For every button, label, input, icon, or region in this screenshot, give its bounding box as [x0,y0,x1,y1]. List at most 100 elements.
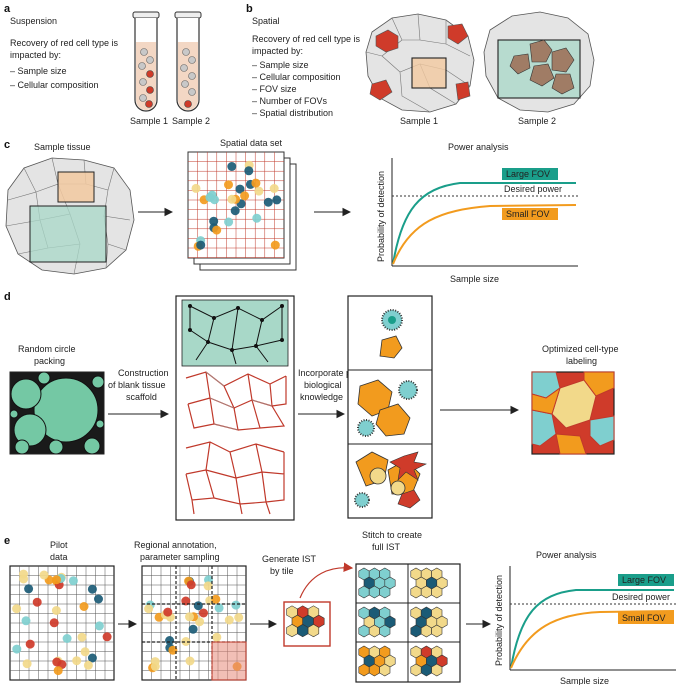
cell-dot [88,585,97,594]
cell-dot [199,609,208,618]
cell-dot [52,606,61,615]
cell-dot [80,602,89,611]
cell-red [147,87,154,94]
spatial-tissue-sample2 [484,12,594,112]
hexagon [369,586,379,598]
step2-line1: Construction [118,368,169,378]
series-line-large-fov [393,183,576,264]
cell-dot [231,206,240,215]
circle-packing-square [10,372,104,454]
scaffold-column [176,296,294,520]
cell-dot [231,601,240,610]
panel-b-desc-line1: Recovery of red cell type is [252,34,361,44]
cell-dot [103,632,112,641]
cell-dot [52,658,61,667]
step4-line1: Optimized cell-type [542,344,619,354]
cell-dot [23,659,32,668]
cell-dot [69,576,78,585]
cell-dot [19,575,28,584]
optimized-labeling-square [532,372,614,454]
cell-dot [208,191,217,200]
power-chart-e: Probability of detection Sample size Lar… [494,566,676,685]
panel-a-letter: a [4,3,11,15]
test-tube-sample1 [133,12,159,111]
cell-dot [84,661,93,670]
step4-line2: labeling [566,356,597,366]
desired-power-label: Desired power [504,184,562,194]
cell-gray [140,79,147,86]
cell-gray [183,49,190,56]
spatial-tissue-sample1 [366,14,474,112]
legend-large-fov-label: Large FOV [506,169,550,179]
cell-dot [251,179,260,188]
cell-gray [181,65,188,72]
hexagon [411,586,421,598]
panel-b-bullet-3: – FOV size [252,84,297,94]
prior-knowledge-column [348,296,432,518]
hexagon [359,664,369,676]
cell-red [147,71,154,78]
panel-d-letter: d [4,291,11,303]
cell-gray [189,73,196,80]
cell-dot [224,180,233,189]
panel-b-desc-line2: impacted by: [252,46,303,56]
panel-a-bullet-2: – Cellular composition [10,80,99,90]
hexagon [380,625,390,637]
fov-small [412,58,446,88]
hexagon [411,664,421,676]
panel-b-bullet-1: – Sample size [252,60,309,70]
cell-dot [225,616,234,625]
cell-red [146,101,153,108]
cell-dot [189,625,198,634]
desired-power-label: Desired power [612,592,670,602]
cell-dot [22,616,31,625]
y-axis-label: Probability of detection [494,575,504,666]
panel-c-power-title: Power analysis [448,142,509,152]
cell-dot [81,647,90,656]
stitch-line2: full IST [372,542,401,552]
cell-gray [189,57,196,64]
cell-dot [192,184,201,193]
cell-dot [211,595,220,604]
panel-a-sample2-label: Sample 2 [172,116,210,126]
regional-line1: Regional annotation, [134,540,217,550]
generated-tile [284,602,330,646]
red-arrow [300,568,352,598]
fov-large [30,206,106,262]
cell-dot [94,595,103,604]
hexagon [380,586,390,598]
hexagon [432,586,442,598]
hexagon [421,625,431,637]
hexagon [287,624,298,636]
cell-gray [140,95,147,102]
cell-dot [72,656,81,665]
cell-dot [252,214,261,223]
cell-dot [151,662,160,671]
panel-a-bullet-1: – Sample size [10,66,67,76]
cell-dot [50,618,59,627]
cell-dot [187,580,196,589]
cell-gray [147,57,154,64]
cell-dot [26,640,35,649]
panel-a-sample1-label: Sample 1 [130,116,168,126]
pilot-line1: Pilot [50,540,68,550]
cell-dot [212,633,221,642]
panel-e: e Pilot data Regional annotation, parame… [4,530,676,685]
x-axis-label: Sample size [560,676,609,685]
cell-dot [54,666,63,675]
panel-c: c Sample tissue Spatial data set Power a… [4,138,578,284]
cell-dot [24,584,33,593]
selected-region [212,642,246,680]
cell-dot [204,581,213,590]
hexagon [432,625,442,637]
panel-b-heading: Spatial [252,16,280,26]
cell-dot [271,241,280,250]
cell-dot [244,166,253,175]
red-cell [456,82,470,100]
cell-dot [240,191,249,200]
cell-dot [163,608,172,617]
panel-b: b Spatial Recovery of red cell type is i… [246,3,594,126]
step2-line3: scaffold [126,392,157,402]
